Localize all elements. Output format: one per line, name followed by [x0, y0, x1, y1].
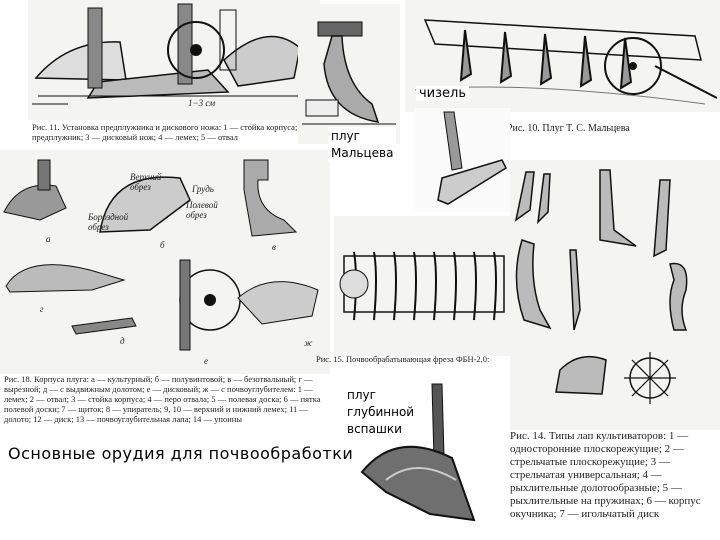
letter-e: е: [204, 356, 208, 366]
label-deep-plough: плуг глубинной вспашки: [344, 386, 418, 439]
deep-plough-drawing: [360, 383, 476, 522]
letter-g: г: [40, 304, 44, 314]
figure-10-drawing: [414, 19, 718, 105]
figure-14-cultivator-tines: Рис. 14. Типы лап культиваторов: 1 — одн…: [510, 160, 720, 520]
dimension-label: 1−3 см: [188, 98, 216, 108]
chisel-drawing: [437, 111, 507, 205]
label-field-edge: Полевой обрез: [186, 200, 218, 220]
figure-11-skimmer-and-coulter: 1−3 см Рис. 11. Установка предплужника и…: [28, 0, 320, 142]
label-chisel-text: чизель: [419, 86, 467, 101]
label-deep-line2: глубинной: [347, 405, 415, 419]
label-top-edge: Верхний обрез: [130, 172, 162, 192]
figure-15-drawing: [339, 251, 505, 321]
figure-15-rotary-tiller: Рис. 15. Почвообрабатывающая фреза ФБН-2…: [316, 216, 514, 364]
label-deep-line1: плуг: [347, 388, 376, 402]
figure-14-drawing: [514, 169, 688, 404]
letter-zh: ж: [304, 338, 313, 348]
figure-18-plough-bodies: Верхний обрез Грудь Полевой обрез Борозд…: [0, 150, 330, 424]
page-title-text: Основные орудия для почвообработки: [8, 444, 354, 463]
letter-d: д: [120, 336, 125, 346]
letter-a: а: [46, 234, 51, 244]
figure-18-drawing: [3, 159, 319, 351]
figure-10-maltsev-plough: Рис. 10. Плуг Т. С. Мальцева: [405, 0, 720, 134]
label-furrow-edge: Бороздной обрез: [88, 212, 129, 232]
figure-11-drawing: [32, 3, 308, 105]
page-title: Основные орудия для почвообработки: [4, 442, 358, 465]
label-maltsev-plough: плуг Мальцева: [328, 127, 397, 163]
figure-11-caption: Рис. 11. Установка предплужника и дисков…: [32, 122, 315, 142]
figure-plough-body-side: [298, 4, 400, 144]
label-maltsev-line2: Мальцева: [331, 146, 394, 160]
figure-18-caption: Рис. 18. Корпуса плуга: а — культурный; …: [4, 374, 321, 424]
letter-b: б: [160, 240, 165, 250]
figure-10-caption: Рис. 10. Плуг Т. С. Мальцева: [507, 123, 630, 134]
label-maltsev-line1: плуг: [331, 129, 360, 143]
label-breast: Грудь: [192, 184, 214, 194]
plough-body-drawing: [302, 21, 396, 125]
figure-15-caption: Рис. 15. Почвообрабатывающая фреза ФБН-2…: [316, 354, 490, 364]
label-chisel: чизель: [416, 86, 470, 101]
figure-14-caption: Рис. 14. Типы лап культиваторов: 1 — одн…: [510, 430, 701, 520]
letter-v: в: [272, 242, 276, 252]
figure-chisel-tool: [414, 108, 510, 212]
label-deep-line3: вспашки: [347, 422, 402, 436]
